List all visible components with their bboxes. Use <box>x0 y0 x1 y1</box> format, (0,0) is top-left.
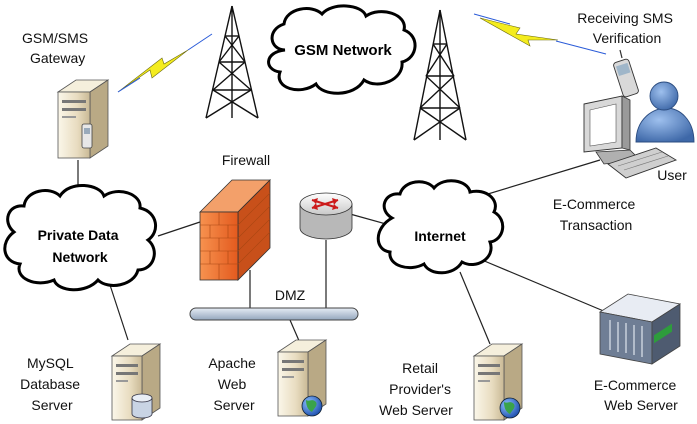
signal-line-left-top <box>187 33 213 51</box>
apache-server-label-line2: Web <box>218 376 247 392</box>
link-internet-ecommerce <box>481 259 607 313</box>
ecommerce-transaction-label-line1: E-Commerce <box>553 196 636 212</box>
mysql-server-label: MySQL Database Server <box>20 355 84 413</box>
keyboard-icon <box>607 147 678 179</box>
retail-server-label-line1: Retail <box>402 360 438 376</box>
computer-monitor-icon <box>583 95 641 165</box>
database-icon <box>131 393 153 419</box>
lightning-right-icon <box>479 17 559 47</box>
firewall-label: Firewall <box>222 152 270 168</box>
ecommerce-server-label-line2: Web Server <box>604 397 678 413</box>
apache-server-label-line3: Server <box>213 397 255 413</box>
signal-line-left <box>117 77 141 93</box>
retail-server-label-line2: Provider's <box>389 381 451 397</box>
apache-server-label: Apache Web Server <box>208 355 259 413</box>
globe-icon <box>301 395 323 417</box>
user-icon <box>635 81 695 143</box>
retail-server-label: Retail Provider's Web Server <box>379 360 455 418</box>
internet-label: Internet <box>414 228 466 244</box>
retail-server-icon <box>472 343 524 421</box>
ecommerce-server-icon <box>598 293 682 365</box>
dmz-label: DMZ <box>275 287 306 303</box>
link-private-mysql <box>109 284 129 341</box>
gsm-network-cloud <box>267 4 417 95</box>
dmz-bus <box>189 307 359 321</box>
link-internet-user <box>467 159 601 201</box>
receiving-sms-label-line1: Receiving SMS <box>577 10 673 26</box>
gsm-gateway-label-line2: Gateway <box>30 50 85 66</box>
signal-line-right <box>473 13 511 25</box>
router-icon <box>299 192 353 240</box>
receiving-sms-label-line2: Verification <box>593 30 661 46</box>
link-private-firewall <box>157 221 201 237</box>
signal-line-right-end <box>555 40 607 55</box>
tower-left-icon <box>205 5 259 119</box>
mysql-server-label-line2: Database <box>20 376 80 392</box>
apache-server-label-line1: Apache <box>208 355 256 371</box>
connection-lines <box>77 159 607 345</box>
private-network-label-line2: Network <box>52 249 107 265</box>
user-label: User <box>657 167 687 183</box>
ecommerce-server-label: E-Commerce Web Server <box>594 377 680 413</box>
private-network-cloud <box>3 184 157 292</box>
link-internet-retail <box>459 271 491 345</box>
private-network-label-line1: Private Data <box>38 227 119 243</box>
private-network-label: Private Data Network <box>38 227 123 265</box>
receiving-sms-label: Receiving SMS Verification <box>577 10 677 46</box>
link-router-internet <box>349 213 387 225</box>
gsm-gateway-label-line1: GSM/SMS <box>22 30 88 46</box>
firewall-icon <box>199 179 271 281</box>
mysql-server-icon <box>110 343 162 421</box>
gateway-server-icon <box>56 79 110 159</box>
apache-server-icon <box>276 339 328 417</box>
ecommerce-transaction-label-line2: Transaction <box>560 217 633 233</box>
internet-cloud <box>376 179 505 275</box>
mysql-server-label-line1: MySQL <box>27 355 74 371</box>
mysql-server-label-line3: Server <box>31 397 73 413</box>
gsm-gateway-label: GSM/SMS Gateway <box>22 30 92 66</box>
globe-icon <box>499 397 521 419</box>
ecommerce-transaction-label: E-Commerce Transaction <box>553 196 639 233</box>
tower-right-icon <box>413 9 467 141</box>
ecommerce-server-label-line1: E-Commerce <box>594 377 677 393</box>
retail-server-label-line3: Web Server <box>379 402 453 418</box>
link-dmz-apache <box>289 319 301 344</box>
gsm-network-label: GSM Network <box>294 42 392 59</box>
mobile-phone-icon <box>613 49 639 98</box>
